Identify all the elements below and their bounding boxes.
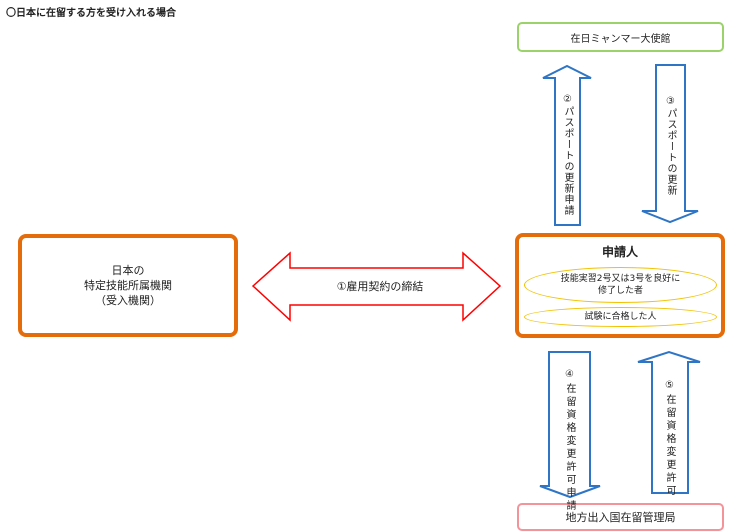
- condition-exam: 試験に合格した人: [524, 307, 717, 327]
- immigration-bureau-box: 地方出入国在留管理局: [517, 503, 724, 531]
- condition-trainee: 技能実習2号又は3号を良好に修了した者: [524, 267, 717, 303]
- arrow-passport-apply: [542, 64, 592, 226]
- condition-trainee-label: 技能実習2号又は3号を良好に修了した者: [560, 274, 681, 296]
- employer-box: 日本の 特定技能所属機関 （受入機関）: [18, 234, 238, 337]
- condition-exam-label: 試験に合格した人: [584, 312, 657, 322]
- arrow-passport-renew: [641, 64, 699, 224]
- contract-label: ①雇用契約の締結: [336, 280, 424, 293]
- embassy-label: 在日ミャンマー大使館: [570, 33, 671, 45]
- status-apply-label: ④在留資格変更許可申請: [564, 369, 575, 513]
- status-permit-label: ⑤在留資格変更許可: [664, 380, 675, 498]
- immigration-label: 地方出入国在留管理局: [565, 511, 676, 524]
- employer-line-1: 日本の: [111, 264, 145, 277]
- arrow-status-apply: [539, 351, 601, 499]
- applicant-title: 申請人: [601, 245, 638, 259]
- employer-line-3: （受入機関）: [95, 294, 161, 307]
- employer-line-2: 特定技能所属機関: [84, 279, 172, 292]
- applicant-box: 申請人 技能実習2号又は3号を良好に修了した者 試験に合格した人: [515, 233, 725, 338]
- passport-renew-label: ③パスポートの更新: [665, 96, 676, 196]
- arrow-status-permit: [637, 350, 701, 494]
- page-title: 〇日本に在留する方を受け入れる場合: [6, 8, 176, 19]
- arrow-contract: [251, 251, 502, 322]
- passport-apply-label: ②パスポートの更新申請: [562, 94, 573, 216]
- embassy-box: 在日ミャンマー大使館: [517, 22, 724, 52]
